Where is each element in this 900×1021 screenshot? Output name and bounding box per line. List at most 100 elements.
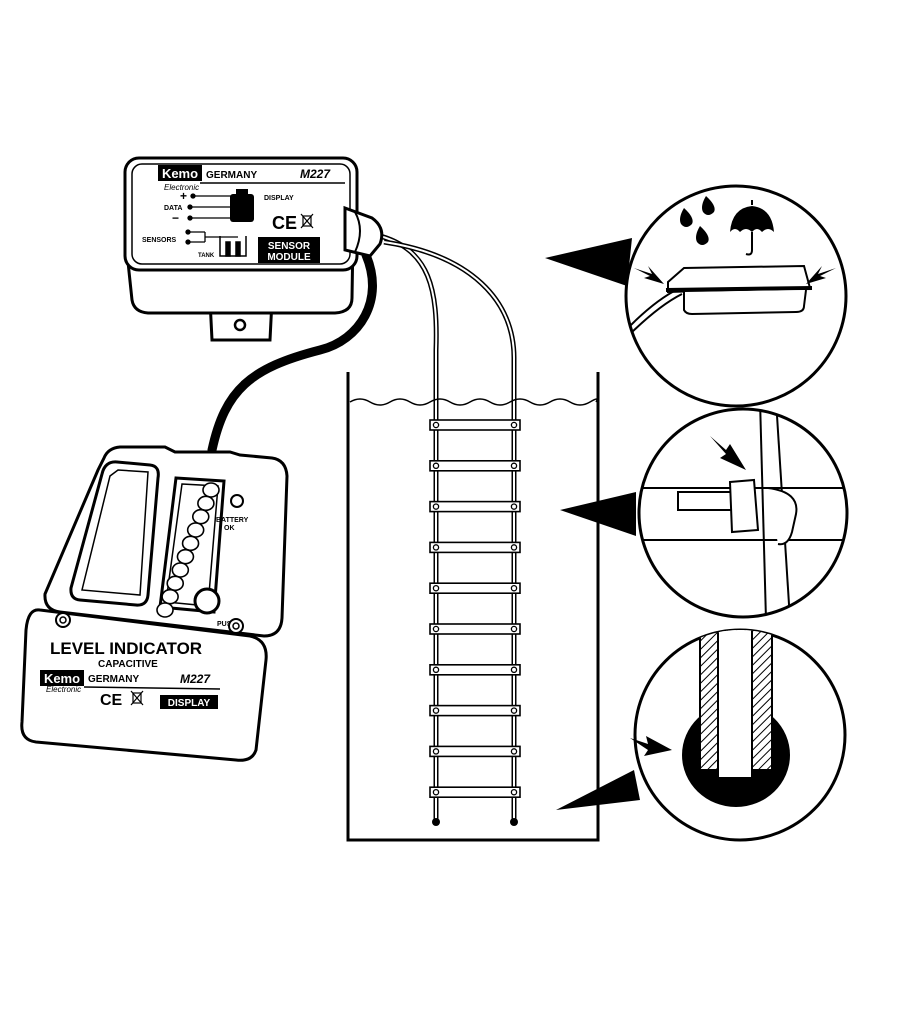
rung-rivet <box>432 503 440 510</box>
wire-end-right <box>510 818 518 826</box>
connector-icon <box>230 194 254 222</box>
ladder-rung <box>429 582 521 595</box>
push-button[interactable] <box>193 587 221 615</box>
clamp-arrow <box>710 436 746 470</box>
rung-rivet <box>510 625 518 633</box>
module-label-line2: MODULE <box>267 252 311 263</box>
rung-rivet <box>432 584 440 592</box>
battery-cover <box>69 460 160 607</box>
rung-rivet <box>510 748 518 755</box>
tip-arrow <box>630 736 672 756</box>
rung-rivet <box>432 544 440 551</box>
level-led <box>197 495 215 512</box>
rung-rivet <box>510 666 518 674</box>
display-brand-name: Kemo <box>44 671 80 686</box>
country-label: GERMANY <box>206 170 257 181</box>
ladder-rung <box>429 541 521 554</box>
display-module: BATTERY OK PUSH LEVEL INDICATOR CAPACITI… <box>20 445 289 762</box>
rung-rivet <box>432 788 440 796</box>
model-number: M227 <box>300 167 331 181</box>
umbrella-icon <box>730 200 774 256</box>
product-subtitle: CAPACITIVE <box>98 659 158 670</box>
rung-rivet <box>510 707 518 714</box>
product-title: LEVEL INDICATOR <box>50 639 202 658</box>
ladder-rung <box>429 663 521 676</box>
level-led <box>186 522 205 538</box>
display-model-number: M227 <box>180 672 211 686</box>
led-bar <box>156 482 220 618</box>
rung-rivet <box>432 625 440 633</box>
ladder-rung <box>429 745 521 758</box>
minus-label: − <box>172 211 179 225</box>
level-led <box>156 602 174 618</box>
connecting-cable <box>207 250 377 455</box>
tank-outline <box>346 372 600 842</box>
ladder-rung <box>429 500 521 513</box>
tank-label: TANK <box>198 253 215 259</box>
level-led <box>202 482 220 498</box>
sensor-ladder <box>429 419 521 799</box>
tank <box>346 372 600 842</box>
rung-rivet <box>510 503 518 510</box>
rung-rivet <box>510 788 518 796</box>
module-label-box <box>258 237 320 263</box>
level-led <box>161 588 179 605</box>
brand-subtitle: Electronic <box>164 183 199 192</box>
cable-gland <box>343 205 384 258</box>
brand-name: Kemo <box>162 166 198 181</box>
level-led <box>181 535 200 552</box>
weee-bin-icon <box>300 213 314 229</box>
data-label: DATA <box>164 205 182 212</box>
sensor-module: Kemo Electronic GERMANY M227 + DATA − DI… <box>123 156 384 342</box>
module-label-line1: SENSOR <box>268 241 311 252</box>
kemo-logo <box>158 165 202 181</box>
ladder-rung <box>429 786 521 799</box>
ladder-rung <box>429 623 521 635</box>
ladder-rung <box>429 419 521 431</box>
level-led <box>171 562 190 578</box>
display-label-box <box>160 695 218 709</box>
ladder-rung <box>429 704 521 717</box>
display-ce-mark: CE <box>100 692 123 709</box>
display-label: DISPLAY <box>264 195 294 202</box>
callout-pointer-2 <box>560 492 636 536</box>
ladder-rung <box>429 459 521 472</box>
wire-end-left <box>432 818 440 826</box>
display-country-label: GERMANY <box>88 674 139 685</box>
display-brand-subtitle: Electronic <box>46 685 81 694</box>
rung-rivet <box>432 462 440 470</box>
tank-icon <box>219 236 247 257</box>
battery-ok-label: OK <box>224 525 235 532</box>
seal-arrow-left <box>634 266 664 284</box>
level-led <box>191 508 210 525</box>
level-led <box>166 575 185 592</box>
sensor-wire-tip-detail <box>556 628 847 842</box>
push-label: PUSH <box>217 621 236 628</box>
rung-rivet <box>510 544 518 551</box>
weather-seal-detail <box>545 184 848 408</box>
rain-drops-icon <box>680 196 715 245</box>
display-label: DISPLAY <box>168 698 211 709</box>
battery-label: BATTERY <box>216 517 249 524</box>
rung-rivet <box>510 584 518 592</box>
battery-ok-led <box>230 494 244 508</box>
callout-pointer-1 <box>545 238 632 286</box>
ce-mark: CE <box>272 213 297 233</box>
rung-rivet <box>510 421 518 429</box>
rung-rivet <box>510 462 518 470</box>
rung-rivet <box>432 421 440 429</box>
water-surface <box>349 398 598 406</box>
seal-arrow-right <box>806 266 836 284</box>
rung-rivet <box>432 666 440 674</box>
level-led <box>176 548 195 565</box>
sensor-wires <box>379 233 517 820</box>
sensors-label: SENSORS <box>142 237 177 244</box>
display-weee-bin-icon <box>130 690 144 706</box>
rung-rivet <box>432 707 440 714</box>
rung-rivet <box>432 748 440 755</box>
plus-label: + <box>180 189 187 203</box>
wire-clamp-detail <box>560 407 849 619</box>
kemo-logo-display <box>40 670 84 686</box>
callout-pointer-3 <box>556 770 640 810</box>
